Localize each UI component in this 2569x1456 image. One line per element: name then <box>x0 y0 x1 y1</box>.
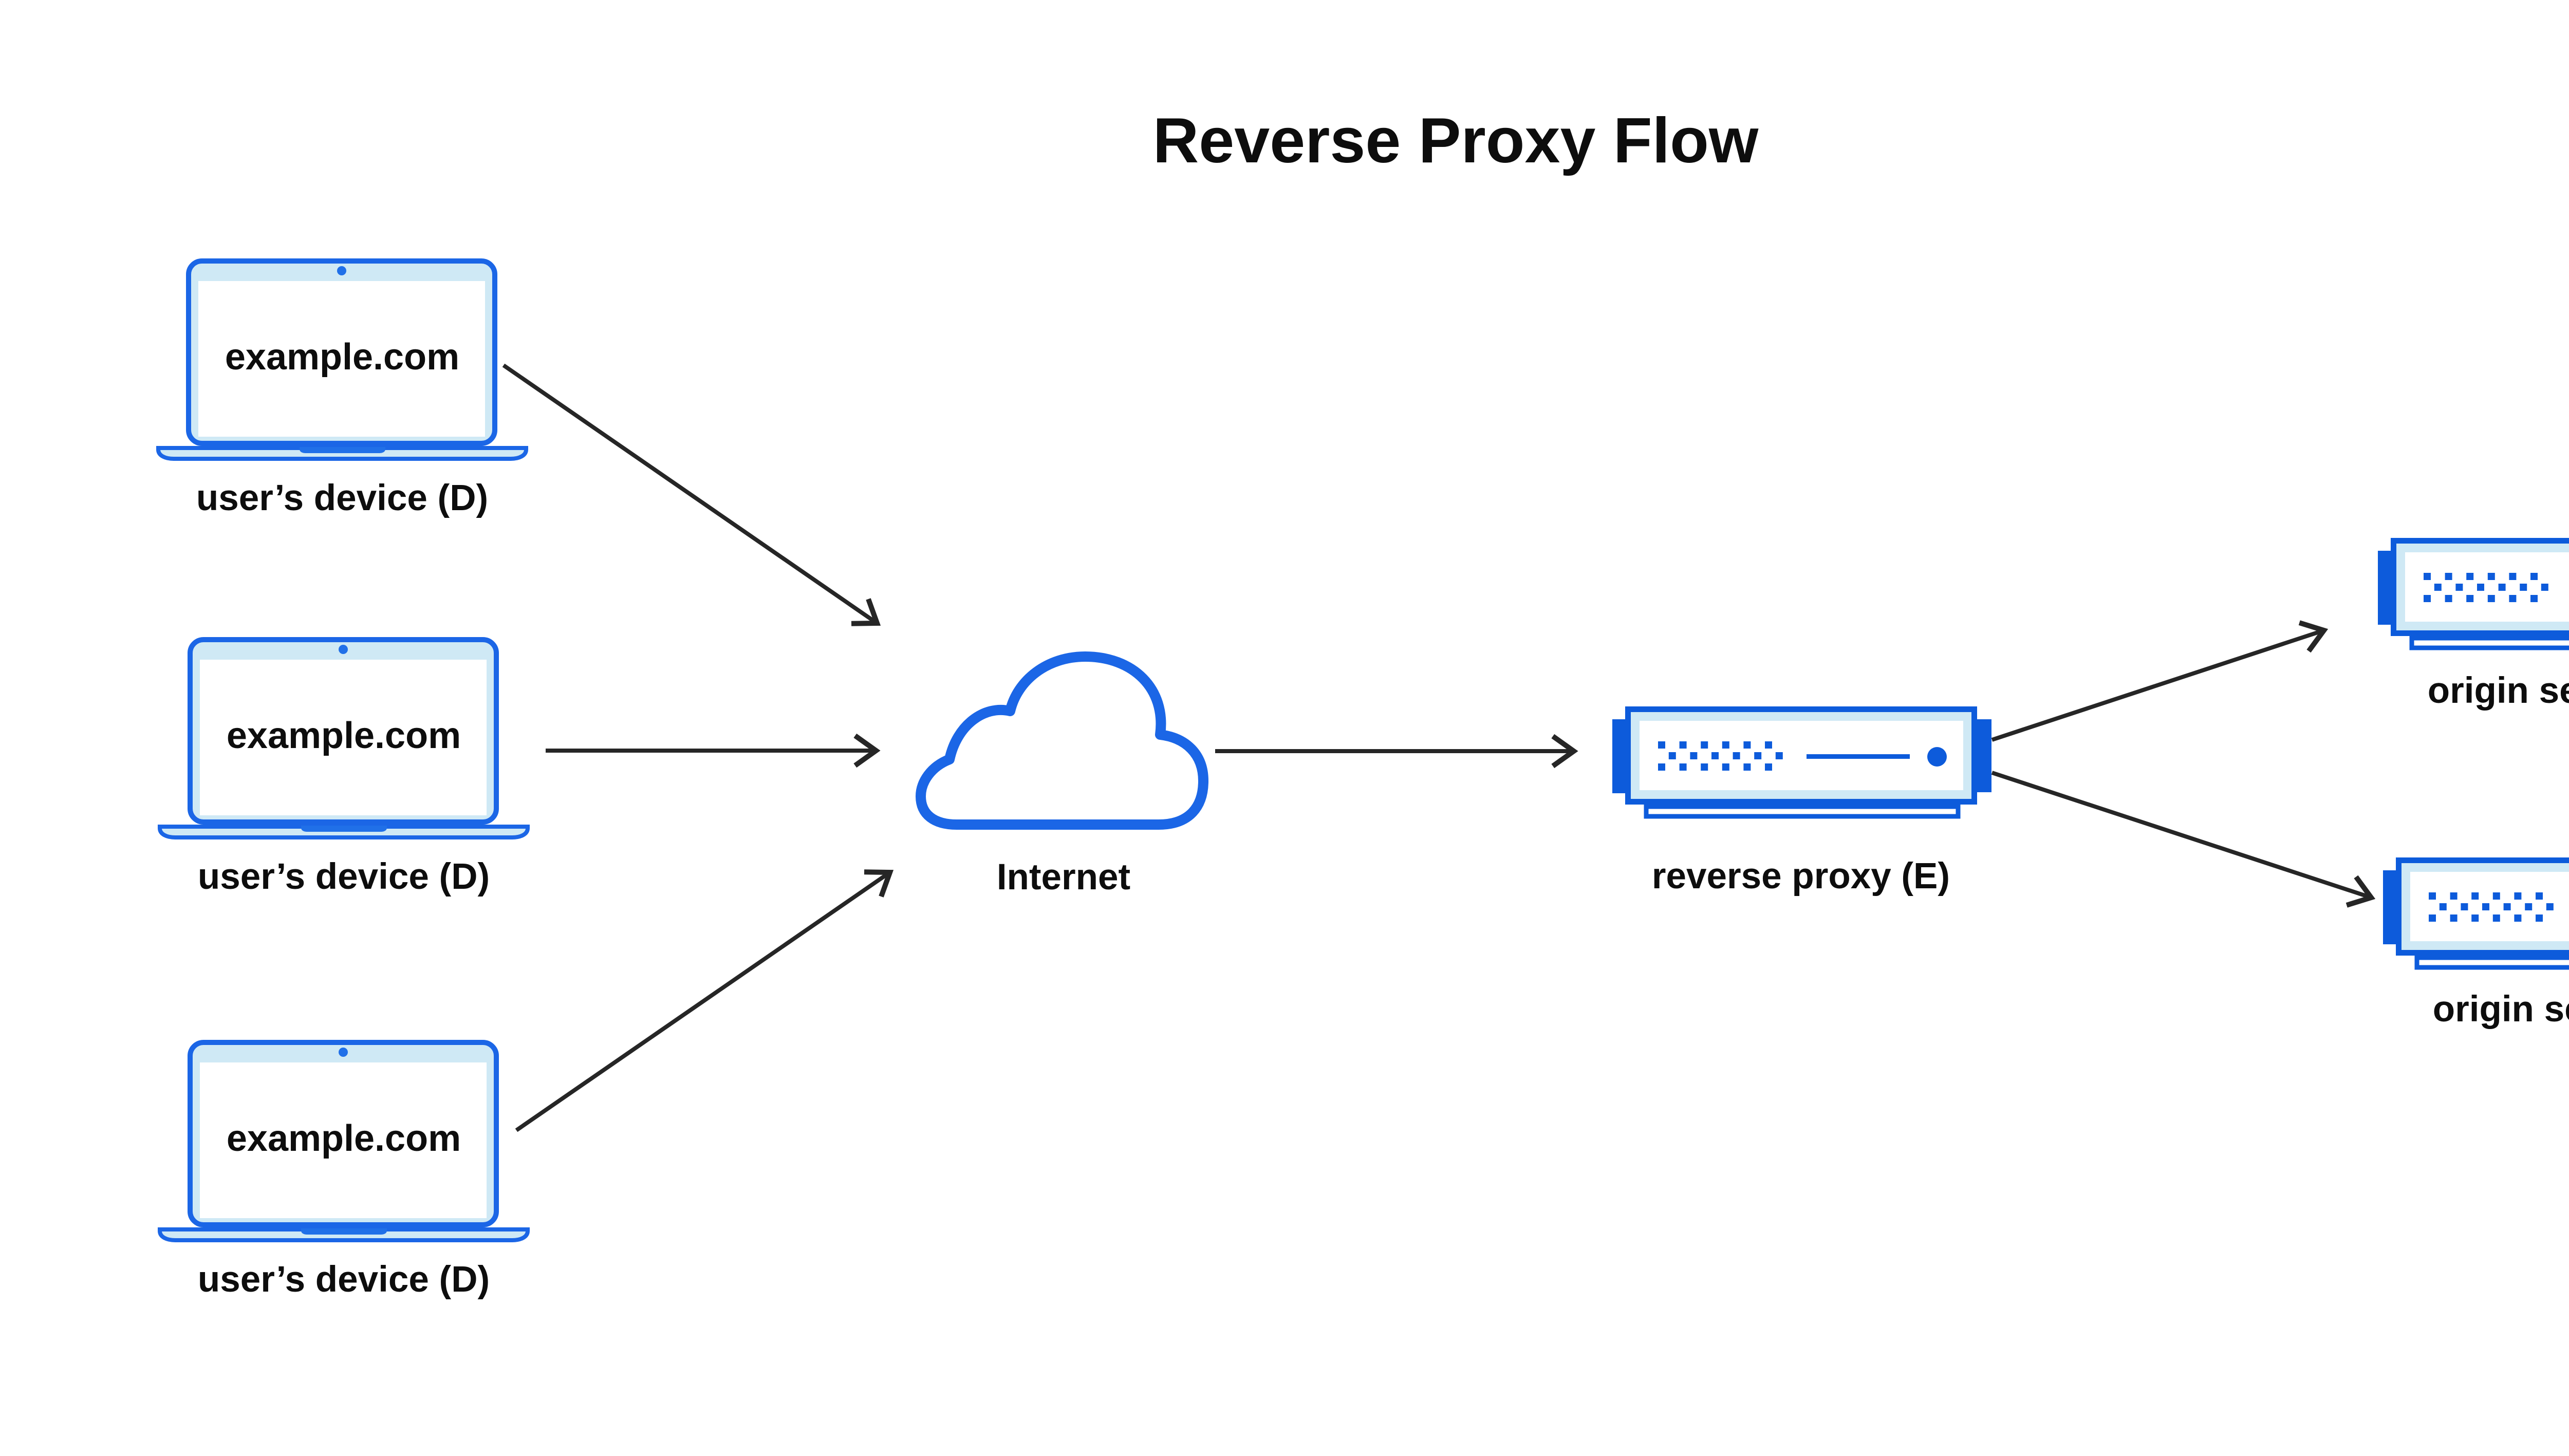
flow-arrow-user-device-1-to-internet <box>502 363 881 626</box>
reverse-proxy-node: reverse proxy (E) <box>1612 710 1991 897</box>
flow-arrow-user-device-3-to-internet <box>515 869 894 1132</box>
flow-arrow-internet-to-reverse-proxy <box>1215 734 1578 769</box>
reverse-proxy-label: reverse proxy (E) <box>1652 856 1950 897</box>
user-device-2-node: example.com user’s device (D) <box>160 640 528 897</box>
user-device-label: user’s device (D) <box>196 478 488 518</box>
origin-server-2-node: origin server (F) <box>2383 861 2569 1030</box>
internet-node: Internet <box>916 651 1208 898</box>
flow-arrows <box>502 363 2376 1132</box>
laptop-screen-text: example.com <box>227 1118 461 1159</box>
server-icon <box>2378 541 2569 648</box>
user-device-label: user’s device (D) <box>198 856 490 897</box>
server-icon <box>2383 861 2569 968</box>
origin-server-label: origin server (F) <box>2428 670 2569 711</box>
page-title: Reverse Proxy Flow <box>1153 105 1759 176</box>
origin-server-1-node: origin server (F) <box>2378 541 2569 711</box>
laptop-screen-text: example.com <box>227 715 461 756</box>
user-device-label: user’s device (D) <box>198 1259 490 1300</box>
internet-label: Internet <box>997 857 1130 898</box>
flow-arrow-reverse-proxy-to-origin-server-2 <box>1991 771 2376 908</box>
cloud-icon <box>916 651 1208 830</box>
user-device-1-node: example.com user’s device (D) <box>158 261 526 518</box>
flow-arrow-user-device-2-to-internet <box>546 733 881 768</box>
flow-arrow-reverse-proxy-to-origin-server-1 <box>1991 620 2329 742</box>
laptop-screen-text: example.com <box>225 337 459 378</box>
server-icon <box>1612 710 1991 817</box>
user-device-3-node: example.com user’s device (D) <box>160 1042 528 1300</box>
origin-server-label: origin server (F) <box>2433 989 2569 1030</box>
